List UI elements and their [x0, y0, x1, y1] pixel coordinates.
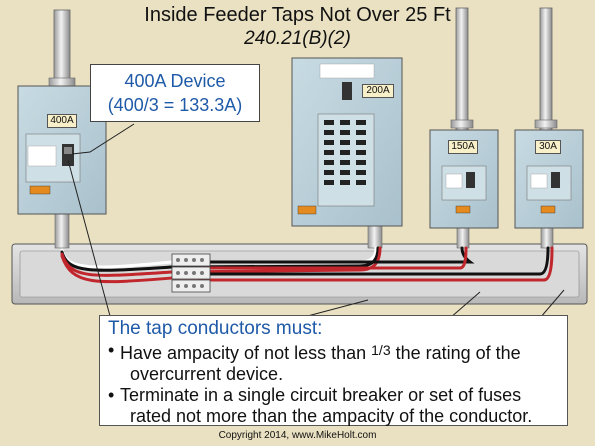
fraction-one-third: 1/3	[371, 342, 391, 358]
nipple-main	[54, 211, 70, 249]
rating-label-400a: 400A	[47, 114, 77, 128]
note-bullet-2: •Terminate in a single circuit breaker o…	[108, 385, 533, 426]
splice-blocks	[171, 253, 211, 293]
rating-label-30a: 30A	[535, 140, 561, 154]
diagram-title: Inside Feeder Taps Not Over 25 Ft	[144, 4, 451, 26]
note-bullet-1: •Have ampacity of not less than 1/3 the …	[108, 340, 521, 384]
device-callout: 400A Device (400/3 = 133.3A)	[90, 64, 260, 122]
feeder-conductors	[60, 246, 554, 284]
requirements-note: The tap conductors must: •Have ampacity …	[99, 315, 568, 426]
rating-label-200a: 200A	[362, 84, 394, 98]
note-heading: The tap conductors must:	[108, 318, 323, 339]
breaker-rows	[324, 120, 366, 185]
copyright-text: Copyright 2014, www.MikeHolt.com	[218, 430, 377, 441]
rating-label-150a: 150A	[448, 140, 478, 154]
leader-lines	[67, 123, 565, 319]
code-reference: 240.21(B)(2)	[244, 28, 351, 49]
callout-line-1: 400A Device	[124, 71, 226, 91]
callout-line-2: (400/3 = 133.3A)	[107, 95, 243, 115]
